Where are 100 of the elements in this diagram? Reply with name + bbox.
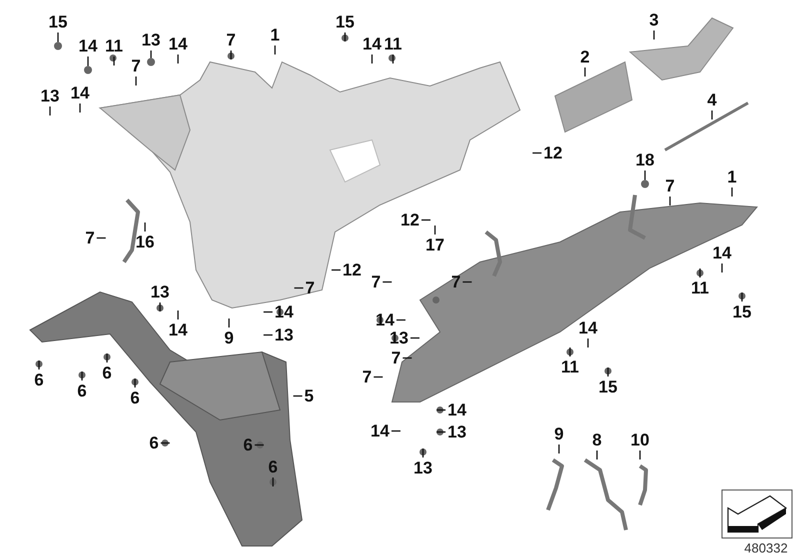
callout-number: 15 <box>598 378 618 396</box>
callout-number: 6 <box>268 458 278 476</box>
leader-line <box>653 30 655 40</box>
callout-number: 6 <box>34 372 44 388</box>
callout-number: 2 <box>580 48 590 66</box>
leader-line <box>731 188 733 196</box>
leader-line <box>177 54 179 64</box>
leader-line <box>596 450 598 460</box>
leader-line <box>669 196 671 206</box>
leader-line <box>371 54 373 64</box>
leader-line <box>607 368 609 376</box>
leader-line <box>436 431 446 433</box>
callout-number: 7 <box>362 368 372 386</box>
leader-line <box>332 269 341 271</box>
callout-number: 14 <box>362 36 382 52</box>
callout-number: 12 <box>400 212 420 228</box>
callout-number: 15 <box>336 14 354 30</box>
callout-number: 7 <box>131 58 141 74</box>
callout-number: 7 <box>85 230 95 246</box>
callout-number: 6 <box>77 382 87 400</box>
fastener-drawing <box>84 66 92 74</box>
callout-number: 14 <box>274 304 294 320</box>
callout-number: 7 <box>226 32 236 48</box>
callout-number: 1 <box>727 168 737 186</box>
callout-number: 11 <box>561 358 579 376</box>
callout-number: 15 <box>732 304 752 320</box>
callout-number: 9 <box>554 426 564 442</box>
callout-number: 14 <box>168 322 188 338</box>
callout-number: 13 <box>40 88 60 104</box>
leader-line <box>230 50 232 60</box>
callout-number: 1 <box>270 26 280 44</box>
leader-line <box>293 395 302 397</box>
leader-line <box>113 56 115 66</box>
callout-number: 5 <box>304 388 314 404</box>
callout-number: 7 <box>665 178 675 194</box>
leader-line <box>87 56 89 66</box>
leader-line <box>644 170 646 180</box>
callout-number: 17 <box>426 236 444 254</box>
leader-line <box>134 378 136 388</box>
leader-line <box>396 319 406 321</box>
callout-number: 8 <box>592 432 602 448</box>
leader-line <box>462 281 472 283</box>
leader-line <box>272 478 274 486</box>
leader-line <box>532 152 542 154</box>
callout-number: 13 <box>414 460 432 476</box>
callout-number: 7 <box>305 280 315 296</box>
leader-line <box>569 348 571 356</box>
callout-number: 11 <box>691 280 709 296</box>
callout-number: 4 <box>707 92 717 108</box>
leader-line <box>741 292 743 302</box>
callout-number: 11 <box>105 38 123 54</box>
leader-line <box>391 430 400 432</box>
leader-line <box>639 450 641 460</box>
leader-line <box>587 338 589 348</box>
leader-line <box>344 32 346 42</box>
leader-line <box>57 32 59 42</box>
leader-line <box>159 302 161 312</box>
callout-number: 6 <box>149 434 159 452</box>
callout-number: 14 <box>70 84 90 102</box>
callout-number: 14 <box>78 38 98 54</box>
callout-number: 13 <box>274 326 294 344</box>
callout-number: 13 <box>390 330 408 346</box>
fastener-drawing <box>54 42 62 50</box>
leader-line <box>96 237 106 239</box>
leader-line <box>584 68 586 76</box>
callout-number: 16 <box>136 234 154 250</box>
fastener-drawing <box>641 180 649 188</box>
leader-line <box>264 311 273 313</box>
leader-line <box>38 360 40 370</box>
leader-line <box>106 354 108 362</box>
callout-number: 14 <box>370 422 390 440</box>
leader-line <box>49 106 51 116</box>
callout-number: 3 <box>649 12 659 28</box>
leader-line <box>392 54 394 64</box>
leader-line <box>402 357 412 359</box>
callout-number: 18 <box>636 152 654 168</box>
callout-number: 14 <box>448 402 466 418</box>
leader-line <box>410 337 420 339</box>
leader-line <box>160 442 170 444</box>
callout-number: 12 <box>544 144 562 162</box>
leader-line <box>436 409 446 411</box>
leader-line <box>81 372 83 380</box>
fastener-drawing <box>147 58 155 66</box>
callout-number: 7 <box>371 274 381 290</box>
leader-line <box>434 226 436 234</box>
leader-line <box>254 444 264 446</box>
callout-number: 7 <box>391 350 401 366</box>
callout-number: 10 <box>630 432 650 448</box>
callout-number: 6 <box>130 390 140 406</box>
leader-line <box>382 281 392 283</box>
leader-line <box>264 334 273 336</box>
leader-line <box>79 104 81 112</box>
callout-number: 9 <box>224 330 234 346</box>
leader-line <box>374 376 383 378</box>
callout-number: 14 <box>376 312 394 328</box>
leader-line <box>228 318 230 328</box>
callout-number: 14 <box>712 244 732 262</box>
leader-line <box>558 444 560 454</box>
callout-number: 7 <box>451 274 461 290</box>
leader-line <box>711 110 713 120</box>
